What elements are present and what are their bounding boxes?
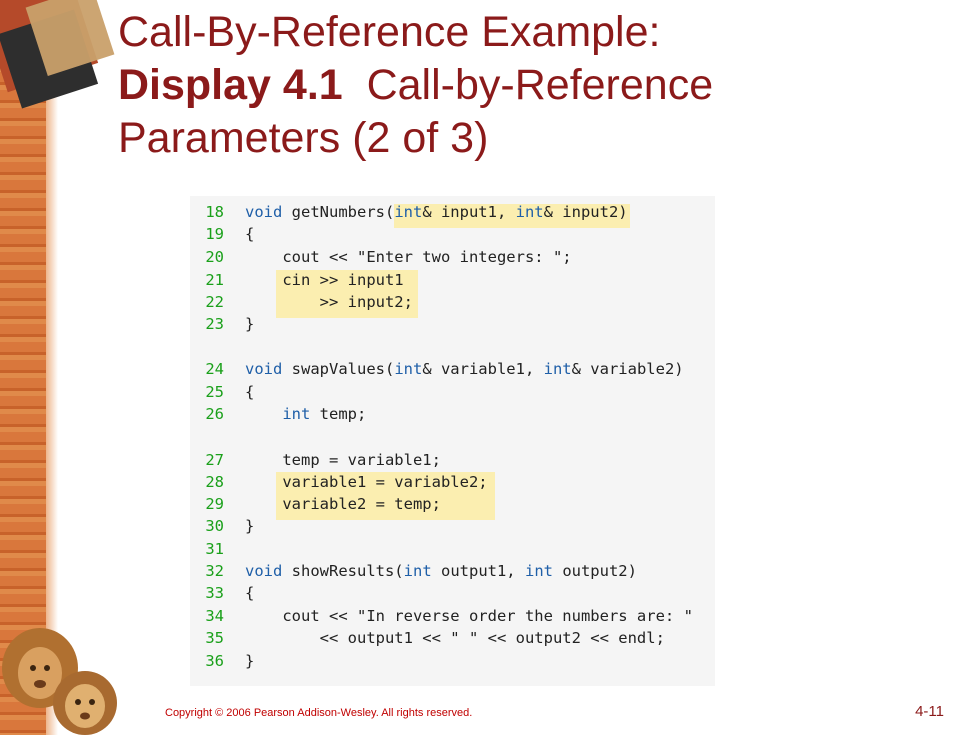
code-token: >> input2;	[245, 293, 413, 311]
code-text: }	[245, 650, 254, 672]
line-number: 35	[205, 629, 224, 647]
code-token: }	[245, 652, 255, 670]
code-text: }	[245, 515, 254, 537]
code-token: temp = variable1;	[245, 451, 441, 469]
code-token: {	[245, 225, 255, 243]
highlight-swap-assignments	[276, 472, 495, 520]
code-token: output2)	[552, 562, 637, 580]
code-text: {	[245, 582, 254, 604]
line-number: 27	[205, 451, 224, 469]
code-text: cout << "In reverse order the numbers ar…	[245, 605, 693, 627]
left-decorative-band	[0, 0, 46, 735]
line-number: 19	[205, 225, 224, 243]
title-line-2: Display 4.1 Call-by-Reference	[118, 59, 958, 112]
code-token: }	[245, 517, 255, 535]
code-token: temp;	[310, 405, 367, 423]
lion-image	[2, 628, 117, 735]
keyword: void	[245, 562, 283, 580]
code-token: & input2)	[543, 203, 628, 221]
title-display-label: Display 4.1	[118, 61, 343, 109]
keyword: int	[403, 562, 432, 580]
code-token: cout << "In reverse order the numbers ar…	[245, 607, 693, 625]
title-line-1: Call-By-Reference Example:	[118, 8, 661, 56]
code-text: cin >> input1	[245, 269, 404, 291]
line-number: 30	[205, 517, 224, 535]
code-token: cout << "Enter two integers: ";	[245, 248, 572, 266]
code-text: << output1 << " " << output2 << endl;	[245, 627, 665, 649]
keyword: int	[515, 203, 544, 221]
code-text: void showResults(int output1, int output…	[245, 560, 637, 582]
slide-title: Call-By-Reference Example: Display 4.1 C…	[118, 6, 958, 165]
code-token: {	[245, 584, 255, 602]
code-token: cin >> input1	[245, 271, 404, 289]
line-number: 32	[205, 562, 224, 580]
code-text: }	[245, 313, 254, 335]
code-token: {	[245, 383, 255, 401]
line-number: 26	[205, 405, 224, 423]
code-token	[245, 405, 282, 423]
code-token: output1,	[431, 562, 525, 580]
code-text: void swapValues(int& variable1, int& var…	[245, 358, 684, 380]
keyword: int	[282, 405, 311, 423]
line-number: 34	[205, 607, 224, 625]
code-text: int temp;	[245, 403, 366, 425]
code-token: variable1 = variable2;	[245, 473, 488, 491]
line-number: 22	[205, 293, 224, 311]
line-number: 21	[205, 271, 224, 289]
highlight-params-getnumbers	[394, 204, 630, 228]
code-token: & variable1,	[422, 360, 544, 378]
line-number: 23	[205, 315, 224, 333]
title-line-2-rest: Call-by-Reference	[366, 61, 714, 109]
code-text: variable1 = variable2;	[245, 471, 488, 493]
code-text: {	[245, 381, 254, 403]
keyword: int	[394, 360, 423, 378]
line-number: 24	[205, 360, 224, 378]
keyword: int	[543, 360, 572, 378]
highlight-cin	[276, 270, 418, 318]
code-token: getNumbers(	[282, 203, 395, 221]
code-token: << output1 << " " << output2 << endl;	[245, 629, 665, 647]
code-text: >> input2;	[245, 291, 413, 313]
code-text: cout << "Enter two integers: ";	[245, 246, 572, 268]
code-text: {	[245, 223, 254, 245]
code-text: variable2 = temp;	[245, 493, 441, 515]
line-number: 25	[205, 383, 224, 401]
copyright-notice: Copyright © 2006 Pearson Addison-Wesley.…	[165, 707, 473, 719]
line-number: 20	[205, 248, 224, 266]
code-token: & input1,	[422, 203, 516, 221]
code-token: & variable2)	[571, 360, 684, 378]
keyword: int	[394, 203, 423, 221]
slide-number: 4-11	[915, 703, 944, 720]
line-number: 33	[205, 584, 224, 602]
left-band-fade	[46, 0, 58, 735]
code-token: }	[245, 315, 255, 333]
code-token: swapValues(	[282, 360, 395, 378]
keyword: int	[524, 562, 553, 580]
keyword: void	[245, 360, 283, 378]
title-line-3: Parameters (2 of 3)	[118, 114, 489, 162]
line-number: 31	[205, 540, 224, 558]
code-token: showResults(	[282, 562, 404, 580]
code-token: variable2 = temp;	[245, 495, 441, 513]
line-number: 18	[205, 203, 224, 221]
line-number: 29	[205, 495, 224, 513]
code-text: temp = variable1;	[245, 449, 441, 471]
keyword: void	[245, 203, 283, 221]
line-number: 36	[205, 652, 224, 670]
code-text: void getNumbers(int& input1, int& input2…	[245, 201, 628, 223]
line-number: 28	[205, 473, 224, 491]
